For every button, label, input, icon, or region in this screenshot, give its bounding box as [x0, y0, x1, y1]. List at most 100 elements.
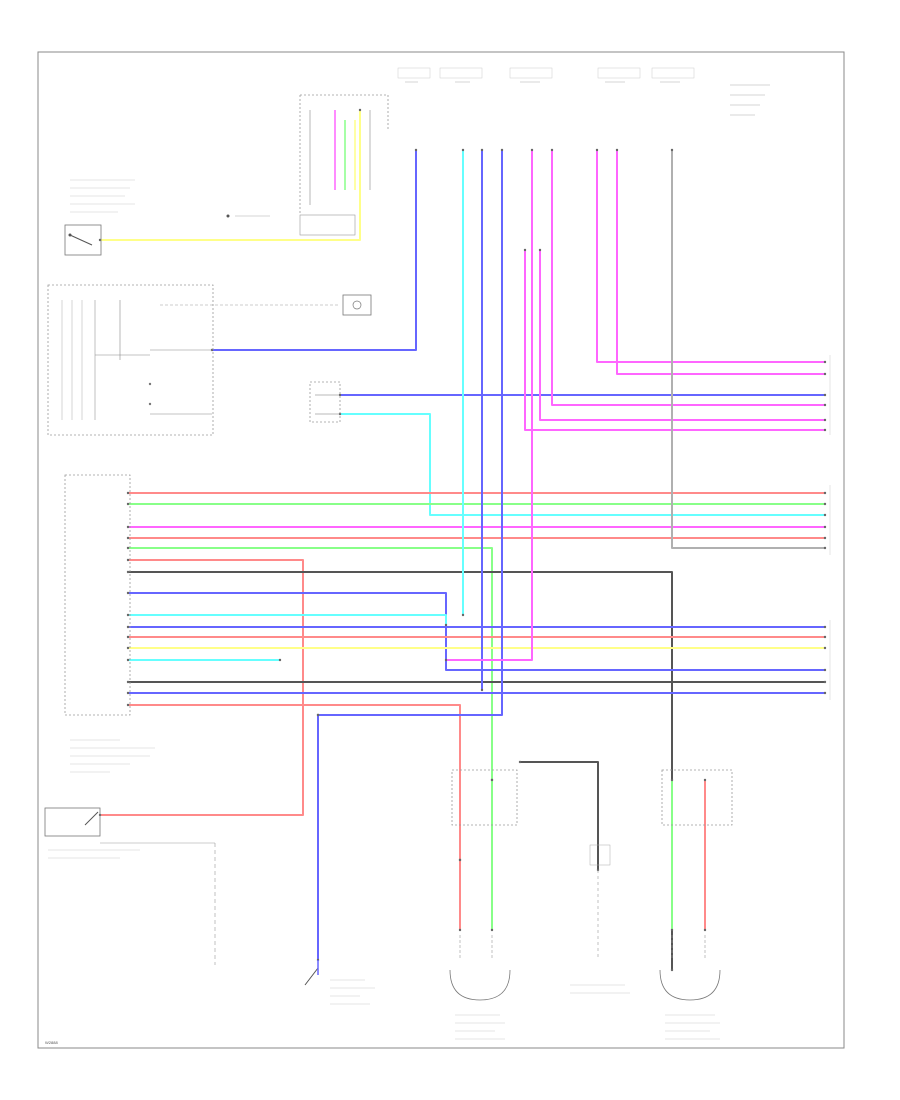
ecu-dot — [148, 382, 152, 386]
wire-terminal — [823, 536, 827, 540]
wire-terminal — [480, 148, 484, 152]
wire-yellow-w1 — [100, 110, 361, 241]
wire-terminal — [126, 546, 130, 550]
wire-terminal — [126, 703, 130, 707]
wire-terminal — [126, 525, 130, 529]
wire-terminal — [615, 148, 619, 152]
switch-contact — [84, 811, 99, 826]
wire-black-w34 — [520, 761, 599, 870]
wire-terminal — [126, 570, 130, 574]
wire-terminal — [480, 688, 484, 692]
parking-brake-switch — [304, 960, 375, 1005]
wire-terminal — [518, 760, 522, 764]
switch-contact — [69, 234, 93, 246]
wire-terminal — [550, 148, 554, 152]
wire-terminal — [823, 360, 827, 364]
wire-terminal — [126, 635, 130, 639]
wire-terminal — [823, 525, 827, 529]
brake-switch-component — [64, 179, 270, 256]
wire-terminal — [126, 491, 130, 495]
ecu-outline — [47, 284, 214, 436]
left-front-sensor-connector — [309, 381, 341, 423]
wire-terminal — [126, 558, 130, 562]
switch-contact — [304, 967, 319, 986]
wire-terminal — [823, 546, 827, 550]
wire-terminal — [823, 393, 827, 397]
wire-terminal — [458, 928, 462, 932]
wire-terminal — [414, 148, 418, 152]
wire-pink-w3 — [596, 150, 825, 363]
wire-terminal — [461, 148, 465, 152]
connector-outline — [309, 381, 341, 423]
wire-terminal — [823, 668, 827, 672]
connector-label-box — [439, 67, 483, 79]
wire-gray-w14 — [671, 150, 825, 549]
connector-body — [589, 844, 611, 866]
wire-terminal — [358, 108, 362, 112]
top-left-component — [299, 94, 389, 236]
wire-terminal — [278, 658, 282, 662]
wire-terminal — [670, 148, 674, 152]
switch-body — [44, 807, 101, 837]
switch-pivot — [68, 233, 72, 237]
ecu-dot — [148, 402, 152, 406]
wire-terminal — [126, 691, 130, 695]
connector-label-box — [651, 67, 695, 79]
wire-terminal — [444, 658, 448, 662]
wire-terminal — [126, 646, 130, 650]
wire-terminal — [823, 403, 827, 407]
wire-terminal — [126, 502, 130, 506]
ecu-outline — [64, 474, 131, 716]
junction-block — [299, 214, 356, 236]
wire-terminal — [823, 635, 827, 639]
indicator-light — [342, 294, 372, 316]
connector-label-box — [509, 67, 553, 79]
wire-terminal — [126, 680, 130, 684]
wire-terminal — [823, 646, 827, 650]
wire-terminal — [670, 778, 674, 782]
wire-terminal — [823, 691, 827, 695]
wire-green-w15 — [128, 547, 493, 780]
wire-terminal — [823, 491, 827, 495]
wire-terminal — [670, 928, 674, 932]
wire-pink-w6 — [551, 150, 825, 406]
junction-dot — [226, 214, 230, 218]
wire-terminal — [490, 928, 494, 932]
wire-terminal — [458, 858, 462, 862]
top-connector-labels — [397, 67, 770, 116]
rear-right-speed-sensor — [659, 769, 733, 1040]
wire-terminal — [823, 428, 827, 432]
wire-pink-w4 — [616, 150, 825, 375]
wire-pink-w31 — [446, 150, 533, 661]
wire-terminal — [126, 625, 130, 629]
wire-terminal — [126, 613, 130, 617]
wire-terminal — [126, 591, 130, 595]
wire-terminal — [500, 148, 504, 152]
wire-terminal — [523, 248, 527, 252]
wire-pink-w9 — [524, 250, 825, 431]
wire-terminal — [530, 148, 534, 152]
diagram-border — [37, 51, 845, 1049]
wire-terminal — [444, 623, 448, 627]
stop-light-switch — [44, 807, 216, 965]
wire-terminal — [823, 513, 827, 517]
wire-terminal — [823, 625, 827, 629]
wire-terminal — [823, 418, 827, 422]
wire-pink-w8 — [539, 250, 825, 421]
wire-terminal — [316, 713, 320, 717]
switch-body — [64, 224, 102, 256]
wire-blue-w18 — [128, 592, 825, 671]
wire-terminal — [703, 928, 707, 932]
wire-terminal — [126, 536, 130, 540]
wire-group — [98, 108, 827, 972]
wire-terminal — [538, 248, 542, 252]
sensor-body — [449, 969, 511, 1001]
wire-terminal — [823, 372, 827, 376]
wire-terminal — [670, 968, 674, 972]
body-ecu-component — [47, 284, 372, 436]
sensor-harness-outline — [451, 769, 518, 826]
wire-blue-w2 — [212, 150, 417, 351]
wire-red-w26 — [128, 704, 461, 860]
